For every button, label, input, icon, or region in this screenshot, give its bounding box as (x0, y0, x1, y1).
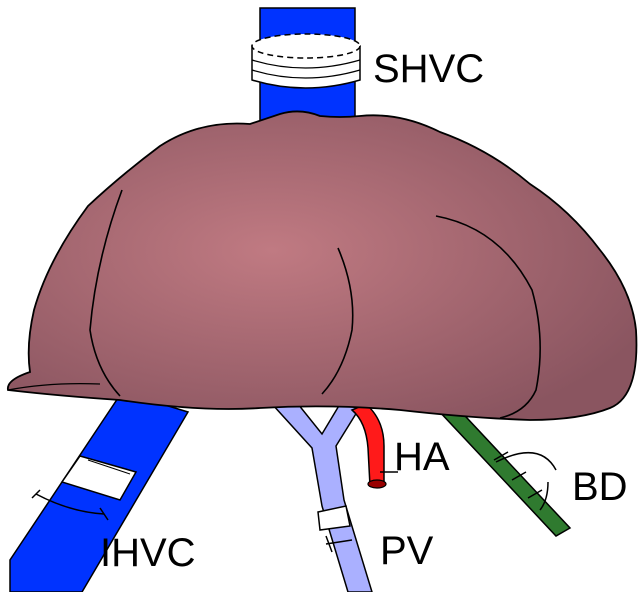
shvc-anastomosis-cuff (252, 34, 360, 88)
label-shvc: SHVC (373, 47, 484, 91)
suprahepatic-vena-cava (252, 8, 360, 128)
portal-vein (272, 404, 372, 592)
label-ha: HA (394, 435, 450, 479)
label-bd: BD (572, 465, 628, 509)
liver (8, 111, 637, 420)
bile-duct (438, 402, 570, 536)
hepatic-artery (352, 404, 398, 488)
label-ihvc: IHVC (100, 531, 196, 575)
label-pv: PV (380, 529, 434, 573)
